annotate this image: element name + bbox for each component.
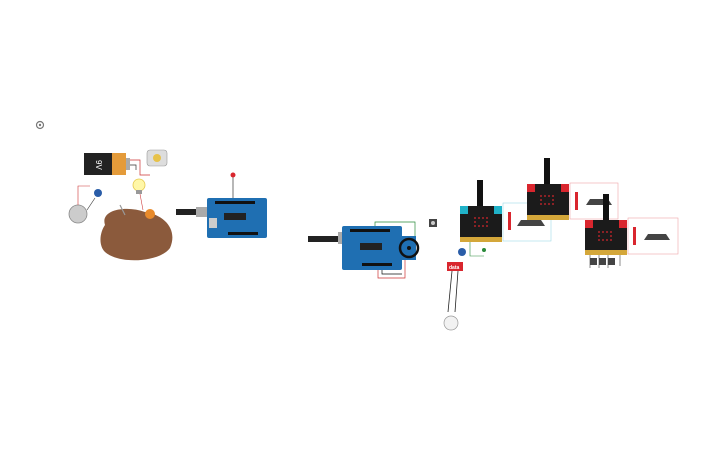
wire xyxy=(130,164,137,170)
sensor-panel[interactable] xyxy=(627,217,679,255)
probe xyxy=(119,204,126,216)
microbit-icon[interactable] xyxy=(527,158,569,220)
wire xyxy=(374,221,416,236)
data-badge[interactable]: data xyxy=(447,262,463,271)
wire xyxy=(77,185,90,205)
arduino-board-icon[interactable] xyxy=(308,226,402,270)
temperature-sensor-icon[interactable] xyxy=(443,315,459,331)
wire xyxy=(469,242,484,257)
servo-icon[interactable] xyxy=(398,236,420,260)
wire xyxy=(589,255,621,268)
wire xyxy=(86,197,96,211)
microbit-icon[interactable] xyxy=(585,194,627,255)
motor-icon[interactable] xyxy=(146,149,168,167)
microbit-icon[interactable] xyxy=(460,180,502,242)
wire xyxy=(139,193,144,211)
wire xyxy=(447,270,459,313)
data-badge-label: data xyxy=(449,265,460,271)
led-icon[interactable] xyxy=(230,172,236,178)
wire xyxy=(130,159,150,176)
arduino-board-icon[interactable] xyxy=(176,198,267,238)
gear-icon[interactable] xyxy=(35,120,45,130)
lightbulb-icon[interactable] xyxy=(132,178,146,194)
pushbutton-icon[interactable] xyxy=(590,258,615,265)
sensor-panel[interactable] xyxy=(569,182,619,220)
battery-label: 9V xyxy=(94,160,103,170)
potato-icon[interactable] xyxy=(100,208,173,261)
knob-icon[interactable] xyxy=(458,248,466,256)
led-icon[interactable] xyxy=(482,248,486,252)
wire xyxy=(381,270,402,275)
wire xyxy=(377,260,406,279)
dial-meter-icon[interactable] xyxy=(68,189,102,224)
battery-icon[interactable]: 9V xyxy=(84,153,130,175)
pushbutton-icon[interactable] xyxy=(429,219,437,227)
